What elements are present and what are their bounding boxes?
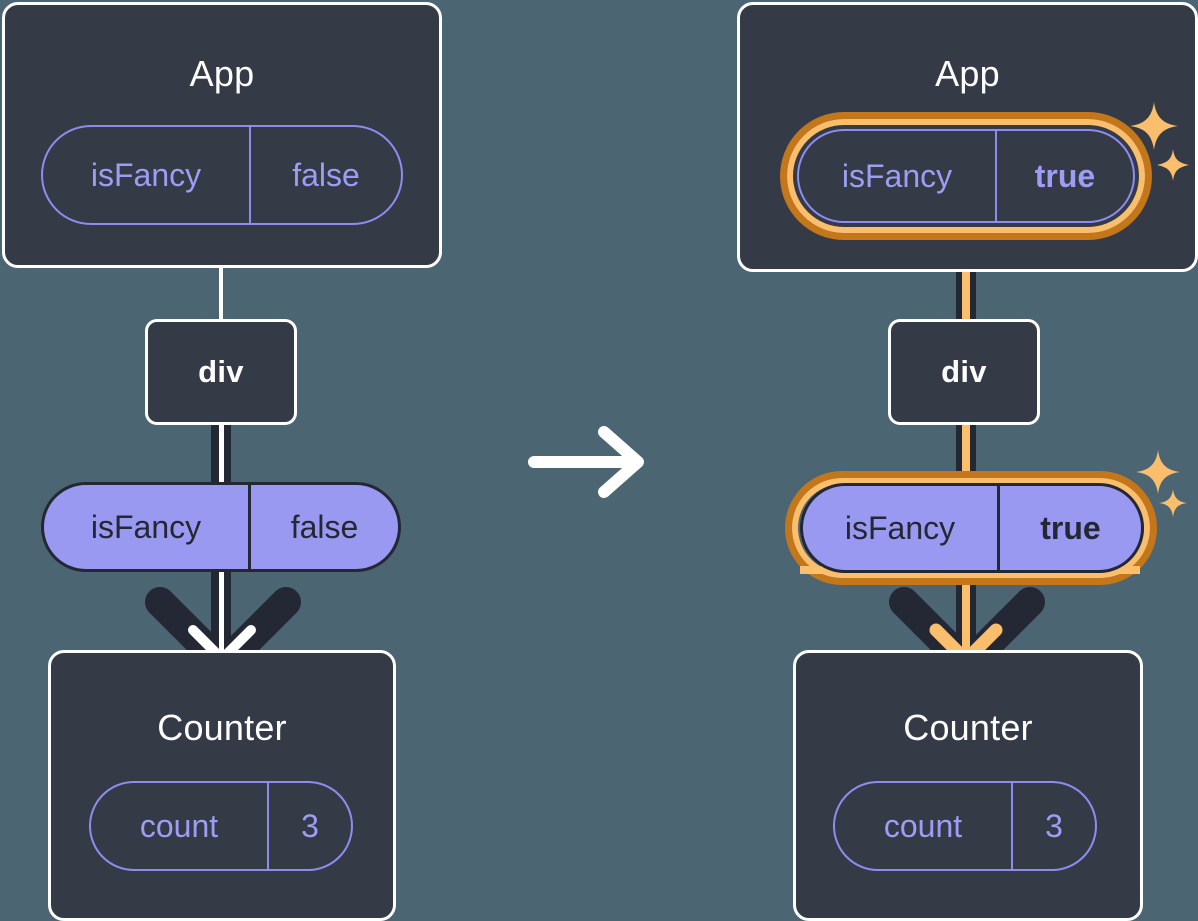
counter-state-pill-after[interactable]: count 3: [833, 781, 1097, 871]
connector-app-to-div-before: [219, 266, 223, 320]
counter-state-pill-before[interactable]: count 3: [89, 781, 353, 871]
connector-pill-to-counter-core-after: [962, 566, 970, 662]
app-title-before: App: [189, 53, 255, 94]
connector-div-to-pill-core-after: [962, 424, 970, 486]
div-tag-box-before[interactable]: div: [145, 319, 297, 425]
connector-div-to-pill-core-before: [219, 424, 224, 484]
passed-prop-value-before: false: [290, 508, 359, 545]
passed-prop-key-after: isFancy: [803, 486, 1000, 570]
app-prop-pill-after[interactable]: isFancy true: [797, 129, 1135, 223]
div-tag-label-after: div: [941, 354, 987, 389]
passed-prop-pill-after[interactable]: isFancy true: [800, 483, 1144, 573]
counter-state-value-after: 3: [1045, 807, 1063, 844]
app-prop-pill-before[interactable]: isFancy false: [41, 125, 403, 225]
arrow-right-icon: [528, 426, 644, 498]
app-prop-key-after: isFancy: [799, 131, 997, 221]
app-prop-value-before: false: [292, 156, 360, 193]
counter-state-key-after: count: [835, 783, 1013, 869]
div-tag-box-after[interactable]: div: [888, 319, 1040, 425]
app-title-after: App: [935, 53, 1000, 94]
passed-prop-key-before: isFancy: [44, 485, 251, 569]
counter-state-key-before: count: [91, 783, 269, 869]
sparkle-small-icon-2: [1159, 489, 1187, 517]
div-tag-label-before: div: [198, 354, 244, 389]
passed-prop-value-after: true: [1040, 509, 1101, 546]
app-prop-key-before: isFancy: [43, 127, 251, 223]
app-prop-value-after: true: [1034, 157, 1096, 194]
sparkle-small-icon: [1157, 149, 1189, 181]
sparkle-large-icon: [1130, 102, 1178, 150]
counter-state-value-before: 3: [301, 807, 319, 844]
sparkle-large-icon-2: [1136, 450, 1180, 494]
connector-pill-to-counter-core-before: [219, 566, 224, 662]
counter-title-after: Counter: [903, 707, 1033, 748]
counter-title-before: Counter: [157, 707, 287, 748]
passed-prop-pill-before[interactable]: isFancy false: [41, 482, 401, 572]
